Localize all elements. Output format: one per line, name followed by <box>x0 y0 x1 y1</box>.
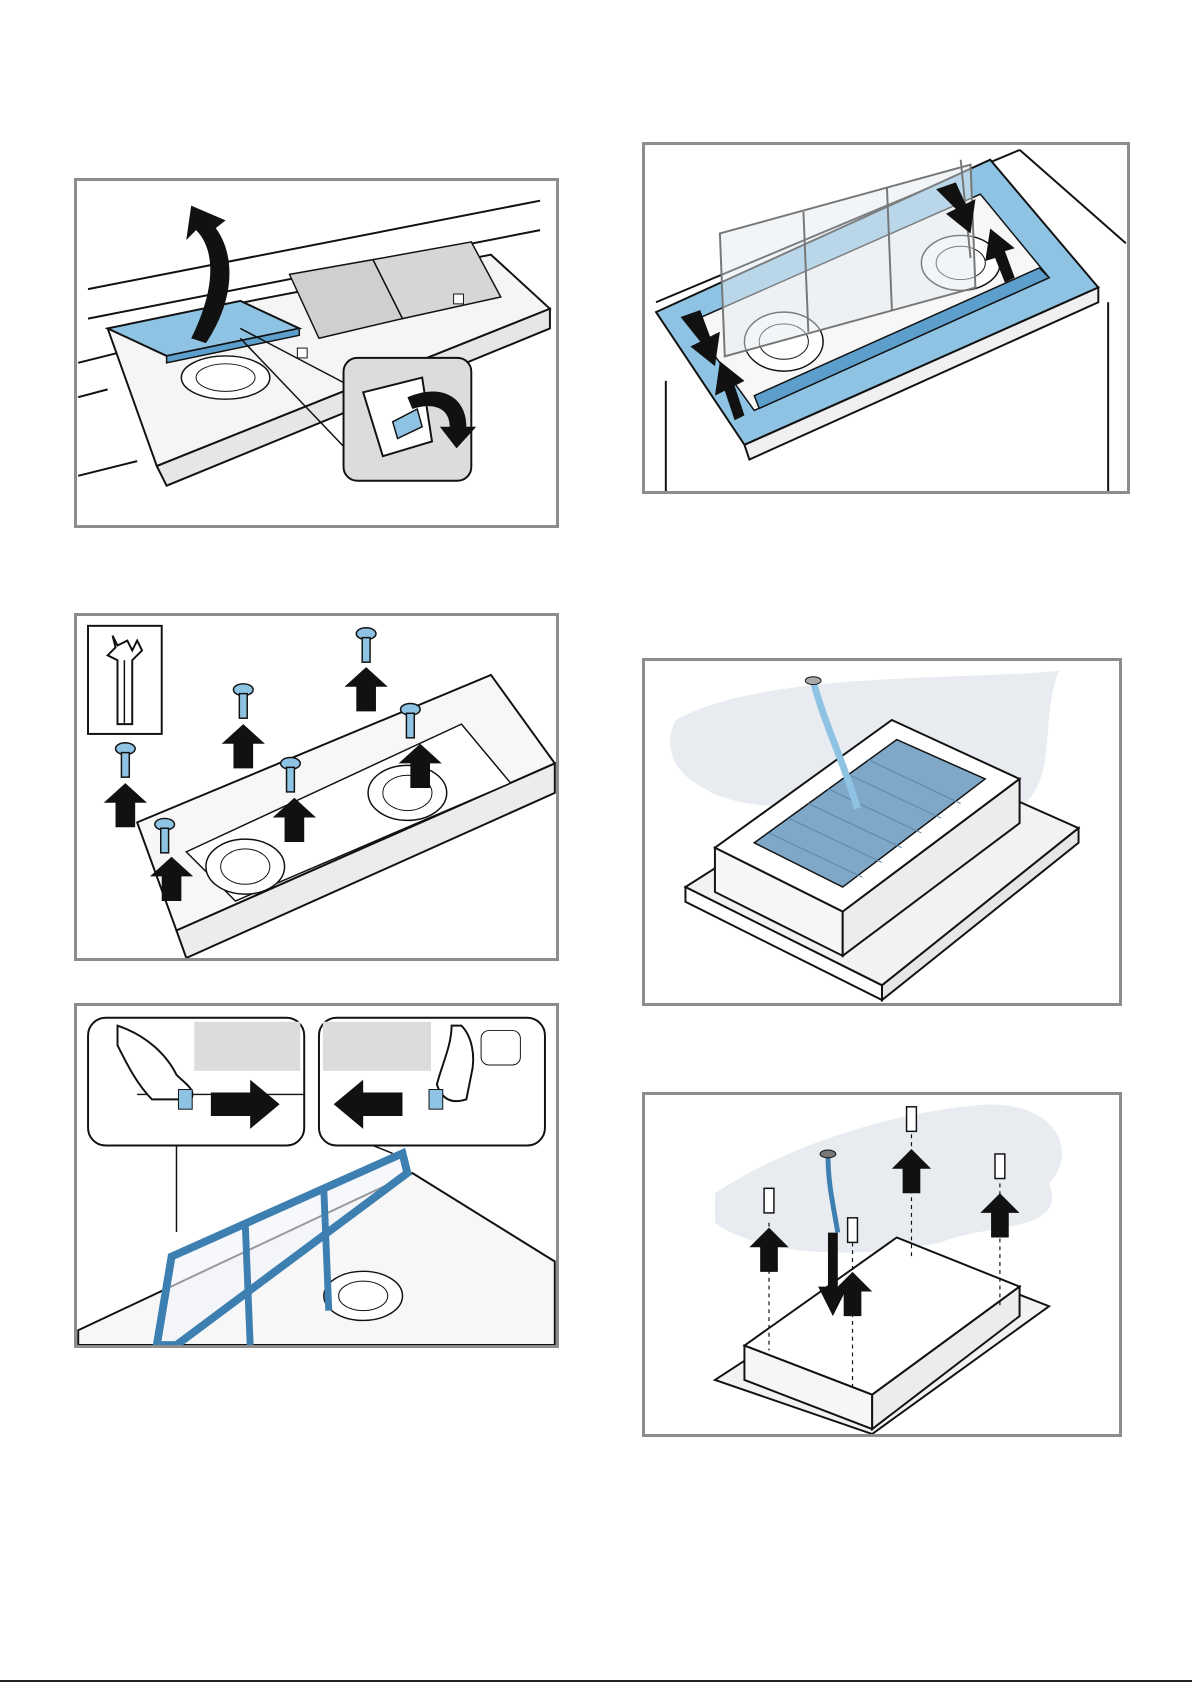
wall-plugs-illustration <box>645 1095 1119 1434</box>
wall-plug-icon <box>764 1188 774 1213</box>
arrow-up-icon <box>345 667 388 711</box>
wall-plug-icon <box>995 1154 1005 1179</box>
figure-remove-screws <box>74 613 559 961</box>
figure-lift-cover <box>74 178 559 528</box>
lift-cover-illustration <box>77 181 556 525</box>
wall-plug-icon <box>907 1107 917 1132</box>
remove-screws-illustration <box>77 616 556 958</box>
wall-plug-icon <box>848 1218 858 1243</box>
figure-unit-cable <box>642 658 1122 1006</box>
figure-wall-plugs <box>642 1092 1122 1437</box>
unit-cable-illustration <box>645 661 1119 1003</box>
arrow-up-icon <box>222 724 265 768</box>
release-frame-illustration <box>77 1006 556 1345</box>
screw-icon <box>116 743 136 777</box>
torx-screwdriver-icon <box>88 626 162 734</box>
screw-icon <box>356 628 376 662</box>
screw-icon <box>233 684 253 718</box>
page-footer-rule <box>0 1680 1192 1682</box>
figure-frame-slide <box>642 142 1130 494</box>
figure-release-frame <box>74 1003 559 1348</box>
frame-slide-illustration <box>645 145 1127 491</box>
